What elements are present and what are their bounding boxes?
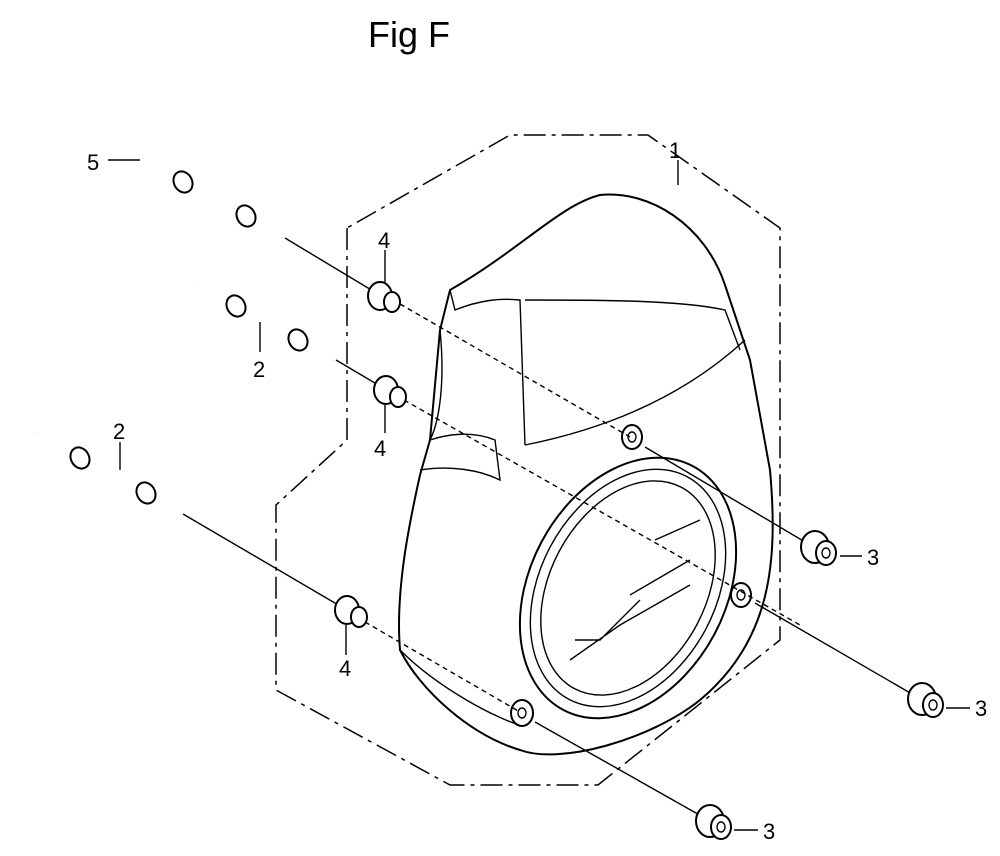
assembly-boundary	[275, 134, 781, 786]
callout-nut-bottom: 3	[763, 819, 775, 844]
alignment-lines	[182, 237, 913, 818]
fan-shroud	[398, 193, 774, 756]
flange-nut-right-upper	[800, 530, 837, 566]
callout-stud-upper: 5	[87, 150, 99, 175]
callout-nut-right-lower: 3	[975, 696, 987, 721]
stud-bolt-middle	[194, 282, 335, 362]
callout-collar-middle: 4	[374, 436, 386, 461]
collar-top	[367, 281, 401, 313]
collar-bottom	[334, 595, 368, 628]
callout-leaders	[108, 159, 970, 831]
callout-collar-top: 4	[378, 228, 390, 253]
collar-middle	[373, 375, 407, 408]
callout-collar-bottom: 4	[339, 656, 351, 681]
callout-stud-lower: 2	[113, 419, 125, 444]
callout-shroud: 1	[669, 138, 681, 163]
stud-bolt-upper	[142, 156, 283, 240]
stud-bolt-lower	[37, 431, 182, 516]
callout-nut-right-upper: 3	[867, 545, 879, 570]
flange-nut-right-lower	[907, 682, 944, 718]
flange-nut-bottom	[695, 804, 732, 840]
callout-stud-middle: 2	[253, 357, 265, 382]
figure-title: Fig F	[368, 14, 451, 55]
